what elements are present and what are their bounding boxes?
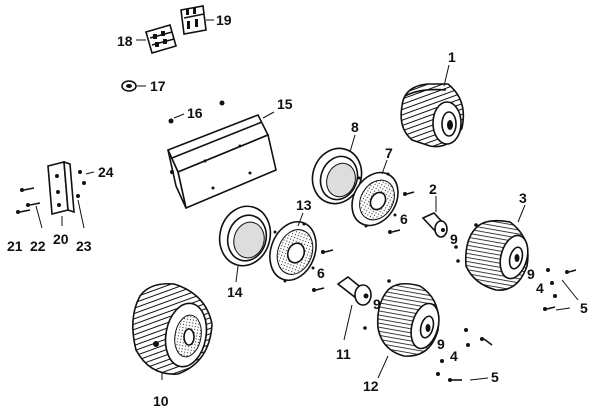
callout-2: 2 <box>429 181 437 197</box>
lamp-housing-part-3 <box>464 204 529 291</box>
terminal-plate-part-20 <box>47 160 75 226</box>
callout-18: 18 <box>117 33 133 49</box>
callout-20: 20 <box>53 231 69 247</box>
callout-22: 22 <box>30 238 46 254</box>
reflector-part-13 <box>269 212 317 283</box>
callout-9: 9 <box>527 266 535 282</box>
screw-part-21 <box>16 209 31 214</box>
bulb-part-2 <box>421 196 448 238</box>
lamp-housing-part-12 <box>376 282 440 379</box>
callout-16: 16 <box>187 105 203 121</box>
nut-part-9-center <box>363 245 458 330</box>
callout-11: 11 <box>336 346 351 362</box>
callout-3: 3 <box>519 190 527 206</box>
callout-9: 9 <box>450 231 458 247</box>
screw-part-6-upper <box>388 191 415 234</box>
mounting-bracket-part-15 <box>166 111 277 210</box>
callout-8: 8 <box>351 119 359 135</box>
lamp-housing-part-10 <box>132 282 213 380</box>
callout-labels: 1 2 3 4 4 5 5 6 6 7 8 9 9 9 9 10 11 12 1… <box>7 12 588 409</box>
callout-17: 17 <box>150 78 166 94</box>
callout-15: 15 <box>277 96 293 112</box>
screw-part-6-lower <box>312 249 334 292</box>
callout-5: 5 <box>580 300 588 316</box>
callout-7: 7 <box>385 145 393 161</box>
fastener-group-right <box>456 223 579 311</box>
reflector-part-7 <box>351 159 399 228</box>
callout-24: 24 <box>98 164 114 180</box>
lamp-housing-part-1 <box>400 64 465 148</box>
callout-13: 13 <box>296 197 312 213</box>
callout-19: 19 <box>216 12 232 28</box>
screw-part-16 <box>168 100 225 124</box>
screw-part-22 <box>20 187 43 229</box>
callout-21: 21 <box>7 238 23 254</box>
callout-14: 14 <box>227 284 243 300</box>
grommet-part-17 <box>121 80 146 92</box>
callout-9: 9 <box>437 336 445 352</box>
gasket-part-8 <box>311 134 363 205</box>
callout-12: 12 <box>363 378 379 394</box>
callout-10: 10 <box>153 393 169 409</box>
callout-1: 1 <box>448 49 456 65</box>
connector-block-part-18 <box>136 24 177 54</box>
gasket-part-14 <box>218 205 272 283</box>
connector-block-part-19 <box>180 5 214 35</box>
callout-6: 6 <box>317 265 325 281</box>
fastener-group-lower <box>436 328 493 382</box>
callout-6: 6 <box>400 211 408 227</box>
callout-5: 5 <box>491 369 499 385</box>
washer-part-23 <box>76 194 85 229</box>
callout-9: 9 <box>373 296 381 312</box>
screw-part-24 <box>78 170 95 185</box>
callout-23: 23 <box>76 238 92 254</box>
callout-4: 4 <box>536 280 544 296</box>
callout-4: 4 <box>450 348 458 364</box>
bulb-part-11 <box>336 275 372 341</box>
